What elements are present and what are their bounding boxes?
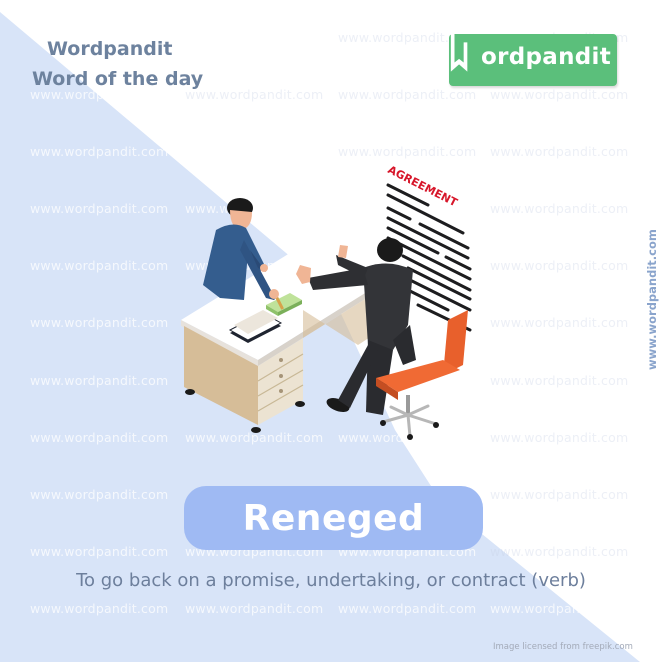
word-of-the-day: Reneged: [242, 497, 425, 539]
word-definition: To go back on a promise, undertaking, or…: [76, 570, 586, 591]
word-pill: Reneged: [184, 486, 483, 550]
business-refusal-illustration: AGREEMENT: [181, 155, 478, 440]
bookmark-w-icon: [450, 31, 468, 72]
logo-text: ordpandit: [481, 44, 612, 70]
side-website-url: www.wordpandit.com: [645, 229, 659, 370]
books-icon: [228, 310, 283, 343]
brand-subtitle: Word of the day: [32, 68, 204, 90]
man-blue-suit-icon: [203, 198, 279, 300]
office-chair-icon: [376, 310, 468, 440]
brand-title: Wordpandit: [47, 38, 173, 60]
image-license-note: Image licensed from freepik.com: [493, 642, 633, 652]
money-stack-icon: [266, 293, 302, 316]
wordpandit-logo[interactable]: ordpandit: [449, 31, 617, 86]
